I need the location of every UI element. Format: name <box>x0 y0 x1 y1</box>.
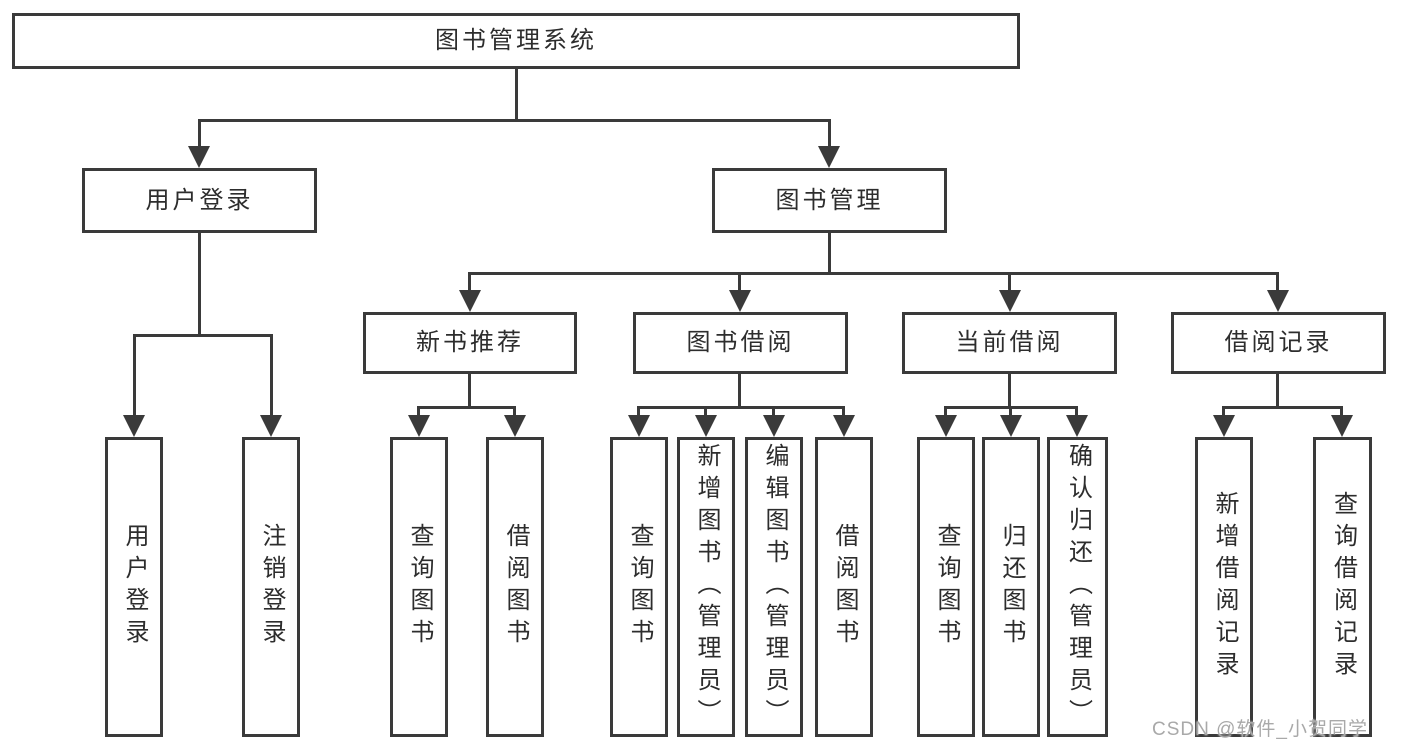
connector-stem-leaf <box>637 406 640 417</box>
connector-user-login-stem <box>198 233 201 337</box>
connector-rail-level1 <box>198 119 831 122</box>
leaf-logout: 注销登录 <box>242 437 300 737</box>
leaf-query-borrow-record: 查询借阅记录 <box>1313 437 1372 737</box>
leaf-label: 查询图书 <box>626 523 653 651</box>
leaf-query-books-recommend: 查询图书 <box>390 437 448 737</box>
connector-root-stem <box>515 68 518 121</box>
leaf-borrow-books-recommend: 借阅图书 <box>486 437 544 737</box>
connector-stem-leaf <box>772 406 775 417</box>
connector-rail-records <box>1222 406 1343 409</box>
connector-stem-leaf <box>513 406 516 417</box>
connector-stem-leaf-logout <box>270 334 273 417</box>
node-user-login: 用户登录 <box>82 168 317 233</box>
connector-stem-leaf <box>1222 406 1225 417</box>
arrow-down-icon <box>123 415 145 437</box>
connector-book-management-stem <box>828 233 831 275</box>
node-root: 图书管理系统 <box>12 13 1020 69</box>
arrow-down-icon <box>935 415 957 437</box>
leaf-label: 借阅图书 <box>831 523 858 651</box>
arrow-down-icon <box>260 415 282 437</box>
connector-rail-level2 <box>468 272 1279 275</box>
arrow-down-icon <box>628 415 650 437</box>
leaf-add-borrow-record: 新增借阅记录 <box>1195 437 1253 737</box>
arrow-down-icon <box>1331 415 1353 437</box>
arrow-down-icon <box>818 146 840 168</box>
node-new-book-recommend: 新书推荐 <box>363 312 577 374</box>
arrow-down-icon <box>1213 415 1235 437</box>
arrow-down-icon <box>459 290 481 312</box>
node-label: 图书借阅 <box>686 329 795 356</box>
connector-stem-leaf <box>417 406 420 417</box>
connector-stem-leaf <box>842 406 845 417</box>
connector-stem-new-book-recommend <box>468 272 471 292</box>
leaf-borrow-books: 借阅图书 <box>815 437 873 737</box>
arrow-down-icon <box>1000 415 1022 437</box>
node-book-management: 图书管理 <box>712 168 947 233</box>
leaf-add-books-admin: 新增图书（管理员） <box>677 437 735 737</box>
node-label: 图书管理 <box>775 186 884 214</box>
leaf-label: 编辑图书（管理员） <box>761 443 788 731</box>
node-label: 图书管理系统 <box>435 27 597 54</box>
connector-stem-borrowing-records <box>1276 272 1279 292</box>
connector-rail-borrowing <box>637 406 845 409</box>
connector-stem-leaf <box>704 406 707 417</box>
connector-stem-leaf <box>1075 406 1078 417</box>
connector-records-stem <box>1276 373 1279 409</box>
leaf-label: 新增借阅记录 <box>1211 491 1238 683</box>
arrow-down-icon <box>504 415 526 437</box>
node-borrowing-records: 借阅记录 <box>1171 312 1386 374</box>
arrow-down-icon <box>408 415 430 437</box>
leaf-label: 查询图书 <box>933 523 960 651</box>
connector-rail-user-login <box>133 334 273 337</box>
leaf-query-books-borrowing: 查询图书 <box>610 437 668 737</box>
node-current-borrowing: 当前借阅 <box>902 312 1117 374</box>
connector-stem-leaf <box>944 406 947 417</box>
leaf-label: 确认归还（管理员） <box>1064 443 1092 731</box>
leaf-label: 借阅图书 <box>502 523 529 651</box>
arrow-down-icon <box>188 146 210 168</box>
leaf-edit-books-admin: 编辑图书（管理员） <box>745 437 803 737</box>
arrow-down-icon <box>1267 290 1289 312</box>
connector-stem-current-borrowing <box>1008 272 1011 292</box>
connector-current-stem <box>1008 373 1011 409</box>
leaf-label: 用户登录 <box>121 523 148 651</box>
node-label: 当前借阅 <box>955 329 1064 356</box>
connector-rail-recommend <box>417 406 516 409</box>
arrow-down-icon <box>763 415 785 437</box>
leaf-return-books: 归还图书 <box>982 437 1040 737</box>
leaf-label: 新增图书（管理员） <box>693 443 720 731</box>
leaf-label: 注销登录 <box>258 523 285 651</box>
connector-stem-leaf <box>1340 406 1343 417</box>
leaf-label: 查询借阅记录 <box>1329 491 1357 683</box>
arrow-down-icon <box>833 415 855 437</box>
node-label: 新书推荐 <box>416 329 524 356</box>
connector-borrowing-stem <box>738 373 741 409</box>
arrow-down-icon <box>999 290 1021 312</box>
connector-stem-user-login <box>198 119 201 148</box>
arrow-down-icon <box>695 415 717 437</box>
leaf-user-login: 用户登录 <box>105 437 163 737</box>
node-label: 用户登录 <box>145 186 254 214</box>
node-label: 借阅记录 <box>1224 329 1333 356</box>
arrow-down-icon <box>1066 415 1088 437</box>
connector-stem-leaf-user-login <box>133 334 136 417</box>
node-book-borrowing: 图书借阅 <box>633 312 848 374</box>
connector-recommend-stem <box>468 373 471 409</box>
connector-stem-book-borrowing <box>738 272 741 292</box>
leaf-confirm-return-admin: 确认归还（管理员） <box>1047 437 1108 737</box>
leaf-label: 查询图书 <box>406 523 433 651</box>
leaf-label: 归还图书 <box>998 523 1025 651</box>
csdn-watermark: CSDN @软件_小贺同学 <box>1152 719 1368 740</box>
connector-stem-leaf <box>1009 406 1012 417</box>
leaf-query-books-current: 查询图书 <box>917 437 975 737</box>
connector-stem-book-management <box>828 119 831 148</box>
arrow-down-icon <box>729 290 751 312</box>
